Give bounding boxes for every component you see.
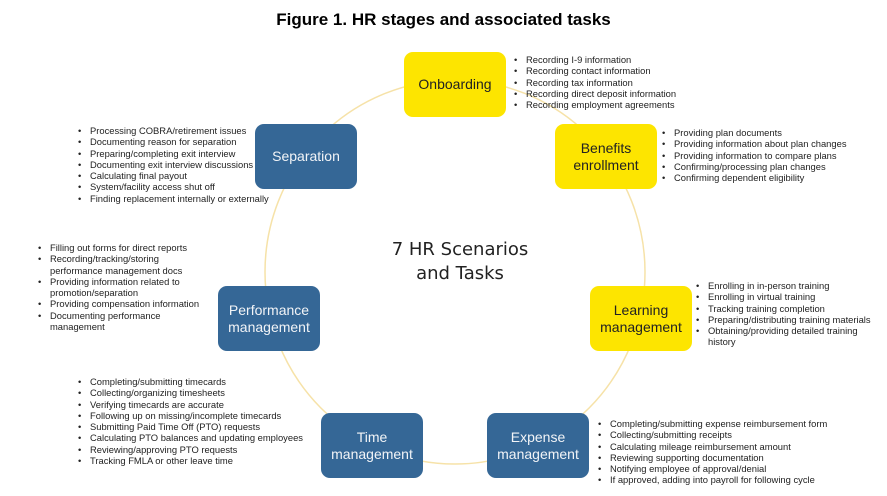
task-item: Collecting/submitting receipts (596, 429, 886, 441)
task-item: Recording/tracking/storing performance m… (36, 253, 206, 276)
task-item: Preparing/completing exit interview (76, 148, 286, 160)
task-item: Calculating final payout (76, 170, 286, 182)
stage-box-expense-management: Expense management (487, 413, 589, 478)
task-item: Recording tax information (512, 77, 732, 89)
stage-label: Expense management (497, 428, 579, 462)
task-item: Providing information to compare plans (660, 150, 885, 162)
task-list-performance-management: Filling out forms for direct reports Rec… (36, 242, 206, 332)
task-item: Finding replacement internally or extern… (76, 193, 286, 205)
task-item: Filling out forms for direct reports (36, 242, 206, 254)
task-item: Providing plan documents (660, 127, 885, 139)
task-list-expense-management: Completing/submitting expense reimbursem… (596, 418, 886, 486)
task-item: Recording contact information (512, 65, 732, 77)
stage-label: Time management (331, 428, 413, 462)
stage-box-benefits-enrollment: Benefits enrollment (555, 124, 657, 189)
task-item: Documenting reason for separation (76, 136, 286, 148)
task-item: Completing/submitting timecards (76, 376, 326, 388)
task-item: Preparing/distributing training material… (694, 314, 874, 326)
task-item: Enrolling in in-person training (694, 280, 874, 292)
stage-label: Performance management (228, 301, 310, 335)
task-item: Providing compensation information (36, 298, 206, 310)
stage-label: Separation (272, 148, 340, 164)
task-item: Providing information about plan changes (660, 138, 885, 150)
stage-label: Onboarding (418, 76, 492, 92)
task-item: Recording direct deposit information (512, 88, 732, 100)
stage-box-time-management: Time management (321, 413, 423, 478)
task-item: If approved, adding into payroll for fol… (596, 474, 886, 486)
task-item: Processing COBRA/retirement issues (76, 125, 286, 137)
stage-label: Learning management (600, 301, 682, 335)
task-item: Verifying timecards are accurate (76, 399, 326, 411)
task-list-onboarding: Recording I-9 information Recording cont… (512, 54, 732, 111)
task-item: System/facility access shut off (76, 181, 286, 193)
task-item: Collecting/organizing timesheets (76, 387, 326, 399)
figure-title: Figure 1. HR stages and associated tasks (276, 10, 611, 29)
task-item: Tracking FMLA or other leave time (76, 455, 326, 467)
task-item: Tracking training completion (694, 303, 874, 315)
center-label-line2: and Tasks (416, 263, 504, 284)
stage-box-performance-management: Performance management (218, 286, 320, 351)
task-item: Recording I-9 information (512, 54, 732, 66)
task-item: Calculating PTO balances and updating em… (76, 432, 326, 444)
task-item: Submitting Paid Time Off (PTO) requests (76, 421, 326, 433)
task-item: Reviewing supporting documentation (596, 452, 886, 464)
task-item: Obtaining/providing detailed training hi… (694, 325, 874, 348)
stage-label: Benefits enrollment (573, 139, 639, 173)
task-item: Providing information related to promoti… (36, 276, 206, 299)
task-item: Documenting performance management (36, 310, 206, 333)
task-item: Notifying employee of approval/denial (596, 463, 886, 475)
task-list-learning-management: Enrolling in in-person training Enrollin… (694, 280, 874, 348)
center-label-line1: 7 HR Scenarios (391, 239, 529, 260)
task-item: Following up on missing/incomplete timec… (76, 410, 326, 422)
task-list-time-management: Completing/submitting timecards Collecti… (76, 376, 326, 467)
task-item: Reviewing/approving PTO requests (76, 444, 326, 456)
center-label: 7 HR Scenarios and Tasks (375, 238, 545, 286)
task-list-separation: Processing COBRA/retirement issues Docum… (76, 125, 286, 204)
stage-box-learning-management: Learning management (590, 286, 692, 351)
task-item: Documenting exit interview discussions (76, 159, 286, 171)
stage-box-onboarding: Onboarding (404, 52, 506, 117)
task-list-benefits-enrollment: Providing plan documents Providing infor… (660, 127, 885, 184)
task-item: Completing/submitting expense reimbursem… (596, 418, 886, 430)
task-item: Enrolling in virtual training (694, 291, 874, 303)
task-item: Confirming/processing plan changes (660, 161, 885, 173)
task-item: Confirming dependent eligibility (660, 172, 885, 184)
task-item: Recording employment agreements (512, 99, 732, 111)
task-item: Calculating mileage reimbursement amount (596, 441, 886, 453)
